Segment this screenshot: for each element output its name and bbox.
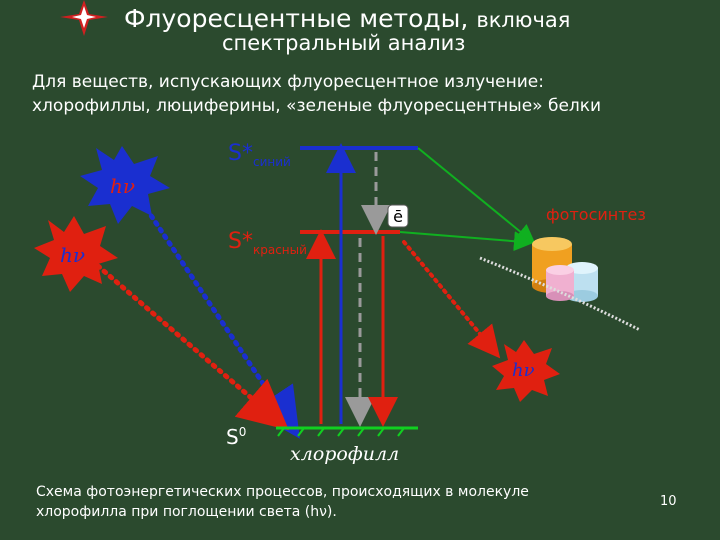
photosynthesis-arrow (418, 148, 528, 238)
s0-label: S0 (226, 425, 246, 449)
electron-transfer-arrow (400, 232, 524, 242)
emitted-photon-burst-icon: hν (492, 340, 560, 402)
blue-photon-label: hν (110, 174, 135, 198)
blue-photon-burst-icon: hν (80, 146, 170, 224)
caption-line-1: Схема фотоэнергетических процессов, прои… (36, 482, 529, 502)
emitted-photon-label: hν (512, 360, 535, 381)
cylinders-icon (532, 237, 598, 302)
s-blue-label: S*синий (228, 141, 291, 169)
red-photon-path (98, 266, 270, 414)
star-logo-icon (60, 0, 108, 36)
photosynthesis-label: фотосинтез (546, 205, 646, 224)
electron-label: ē (393, 207, 403, 226)
blue-photon-path (138, 196, 286, 418)
ground-level (276, 428, 418, 436)
chlorophyll-label: хлорофилл (290, 443, 399, 465)
red-photon-label: hν (60, 243, 85, 267)
red-photon-burst-icon: hν (34, 216, 118, 292)
figure-caption: Схема фотоэнергетических процессов, прои… (36, 482, 529, 522)
page-number: 10 (660, 494, 677, 509)
caption-line-2: хлорофилла при поглощении света (hν). (36, 502, 529, 522)
s-red-label: S*красный (228, 229, 307, 257)
emitted-photon-path (404, 242, 490, 346)
